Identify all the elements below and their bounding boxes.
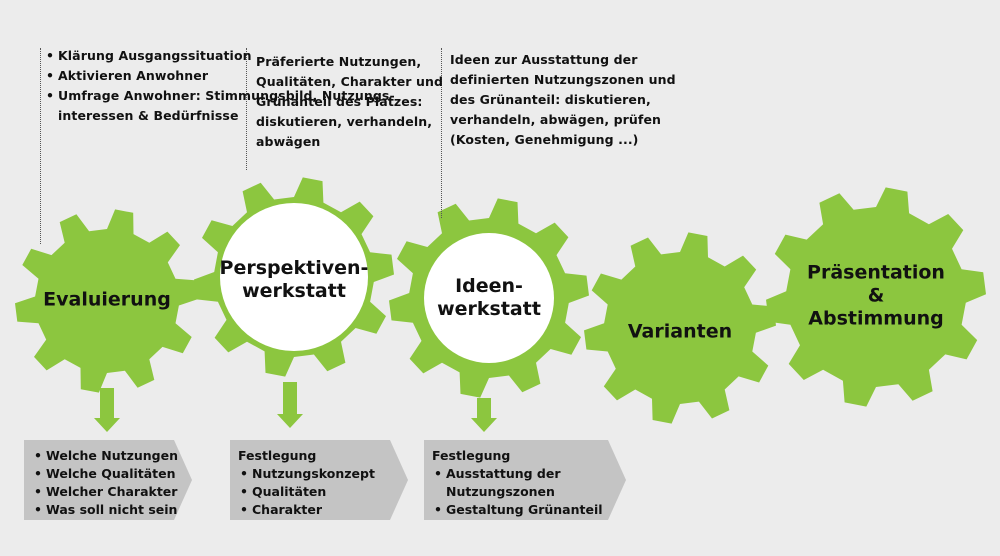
- result-box-heading: Festlegung: [432, 448, 511, 463]
- result-box-item: Welche Qualitäten: [32, 465, 178, 483]
- gear-label-line: Varianten: [627, 320, 733, 343]
- note-list-item: Klärung Ausgangssituation: [44, 46, 395, 66]
- result-box-item: Was soll nicht sein: [32, 501, 178, 519]
- note-line: des Grünanteil: diskutieren,: [450, 92, 651, 107]
- down-arrow-2: [471, 398, 497, 432]
- result-box-item: Welcher Charakter: [32, 483, 178, 501]
- note-line: definierten Nutzungszonen und: [450, 72, 676, 87]
- note-line: abwägen: [256, 134, 321, 149]
- note-line: Grünanteil des Platzes:: [256, 94, 423, 109]
- note-ideenwerkstatt: Ideen zur Ausstattung der definierten Nut…: [450, 50, 676, 150]
- gear-praesentation: [766, 187, 986, 407]
- note-line: Ideen zur Ausstattung der: [450, 52, 638, 67]
- gear-label-praesentation: Präsentation&Abstimmung: [807, 262, 945, 331]
- note-line: diskutieren, verhandeln,: [256, 114, 433, 129]
- gear-label-line: Ideen-: [455, 275, 523, 297]
- down-arrow-1: [277, 382, 303, 428]
- result-box-evaluierung: Welche NutzungenWelche QualitätenWelcher…: [32, 447, 178, 519]
- gear-label-line: Evaluierung: [43, 288, 171, 311]
- gear-center-perspektivenwerkstatt: [220, 203, 368, 351]
- note-line: verhandeln, abwägen, prüfen: [450, 112, 662, 127]
- gear-label-line: Abstimmung: [808, 307, 944, 330]
- result-box-perspektivenwerkstatt: FestlegungNutzungskonzeptQualitätenChara…: [238, 447, 375, 519]
- down-arrow-0: [94, 388, 120, 432]
- result-box-item: Charakter: [238, 501, 375, 519]
- result-box-item: Qualitäten: [238, 483, 375, 501]
- gear-label-line: &: [867, 284, 885, 307]
- note-list-item: Aktivieren Anwohner: [44, 66, 395, 86]
- gear-label-line: werkstatt: [242, 280, 346, 302]
- gear-label-ideenwerkstatt: Ideen-werkstatt: [437, 275, 541, 321]
- note-line: Präferierte Nutzungen,: [256, 54, 422, 69]
- note-evaluierung: Klärung AusgangssituationAktivieren Anwo…: [44, 46, 395, 126]
- gear-center-ideenwerkstatt: [424, 233, 554, 363]
- gear-label-evaluierung: Evaluierung: [43, 289, 171, 312]
- gear-label-perspektivenwerkstatt: Perspektiven-werkstatt: [220, 257, 369, 303]
- result-box-ideenwerkstatt: FestlegungAusstattung derNutzungszonenGe…: [432, 447, 603, 519]
- connector-line-evaluierung: [40, 48, 41, 244]
- note-perspektivenwerkstatt: Präferierte Nutzungen, Qualitäten, Charak…: [256, 52, 443, 152]
- gear-label-varianten: Varianten: [628, 321, 732, 344]
- result-box-item: Nutzungskonzept: [238, 465, 375, 483]
- note-list-item: Umfrage Anwohner: Stimmungsbild, Nutzung…: [44, 86, 395, 126]
- gear-label-line: werkstatt: [437, 298, 541, 320]
- gear-evaluierung: [15, 209, 199, 393]
- result-box-heading: Festlegung: [238, 448, 317, 463]
- gear-varianten: [584, 232, 776, 424]
- gear-label-line: Perspektiven-: [219, 257, 369, 279]
- gear-label-line: Präsentation: [807, 261, 945, 284]
- connector-line-ideenwerkstatt: [441, 48, 442, 218]
- result-box-item: Welche Nutzungen: [32, 447, 178, 465]
- result-box-item: Gestaltung Grünanteil: [432, 501, 603, 519]
- note-line: Qualitäten, Charakter und: [256, 74, 444, 89]
- note-line: (Kosten, Genehmigung ...): [450, 132, 639, 147]
